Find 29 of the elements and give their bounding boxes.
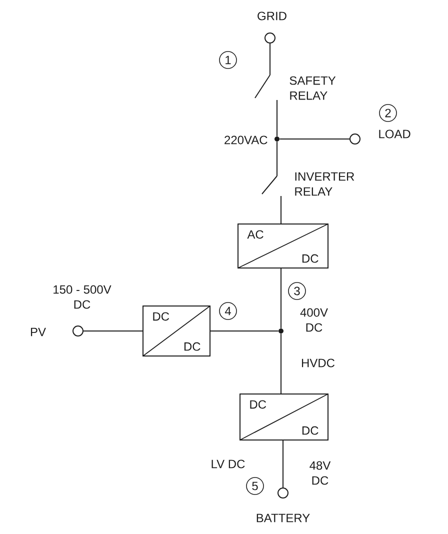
voltage-label: 220VAC [224, 136, 268, 144]
voltage-label: 150 - 500V DC [54, 285, 112, 309]
callout-number: 2 [379, 104, 397, 122]
terminal-label: LOAD [379, 130, 410, 138]
bus-label: LV DC [212, 460, 245, 468]
terminal-label: GRID [258, 12, 286, 20]
bus-label: HVDC [302, 358, 335, 368]
wire [280, 268, 282, 329]
wire [276, 100, 278, 137]
callout-number: 3 [288, 282, 306, 300]
terminal-label: PV [30, 328, 46, 336]
wire [280, 196, 282, 224]
voltage-label: 48V DC [310, 461, 331, 485]
converter-box: DC DC [240, 394, 328, 440]
wire [210, 330, 279, 332]
callout-number: 1 [219, 51, 237, 69]
wire [83, 330, 144, 332]
terminal-label: BATTERY [256, 514, 310, 522]
callout-number: 4 [219, 302, 237, 320]
wire [279, 138, 350, 140]
wire [280, 333, 282, 394]
converter-box: DC DC [142, 306, 210, 356]
callout-number: 5 [246, 477, 264, 495]
relay-label: SAFETY RELAY [290, 76, 336, 100]
converter-box: AC DC [238, 224, 328, 268]
wire [282, 440, 284, 488]
wire [276, 141, 278, 176]
relay-label: INVERTER RELAY [295, 172, 354, 196]
voltage-label: 400V DC [300, 308, 328, 332]
